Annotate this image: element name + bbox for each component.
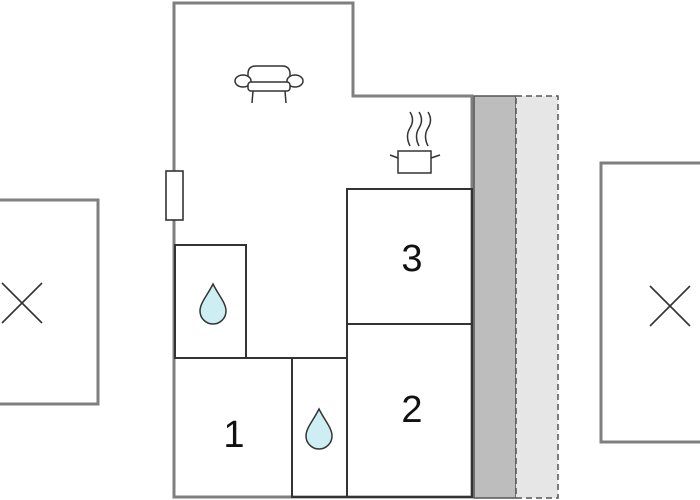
water-drop-icon [305, 407, 333, 450]
room-label-1: 1 [223, 414, 244, 456]
cooking-pot-icon [389, 111, 441, 174]
terrace-light-strip [515, 95, 559, 499]
cross-icon [1, 282, 43, 324]
water-drop-icon [199, 282, 227, 325]
cross-icon [649, 285, 691, 327]
room-label-2: 2 [401, 389, 422, 431]
room-1-outline [175, 357, 293, 497]
window-icon [165, 170, 184, 221]
neighbor-right [599, 161, 700, 444]
sofa-icon [234, 65, 304, 104]
neighbor-left [0, 198, 100, 406]
room-label-3: 3 [401, 238, 422, 280]
terrace-dark-strip [473, 95, 517, 499]
house-outline [172, 1, 474, 499]
